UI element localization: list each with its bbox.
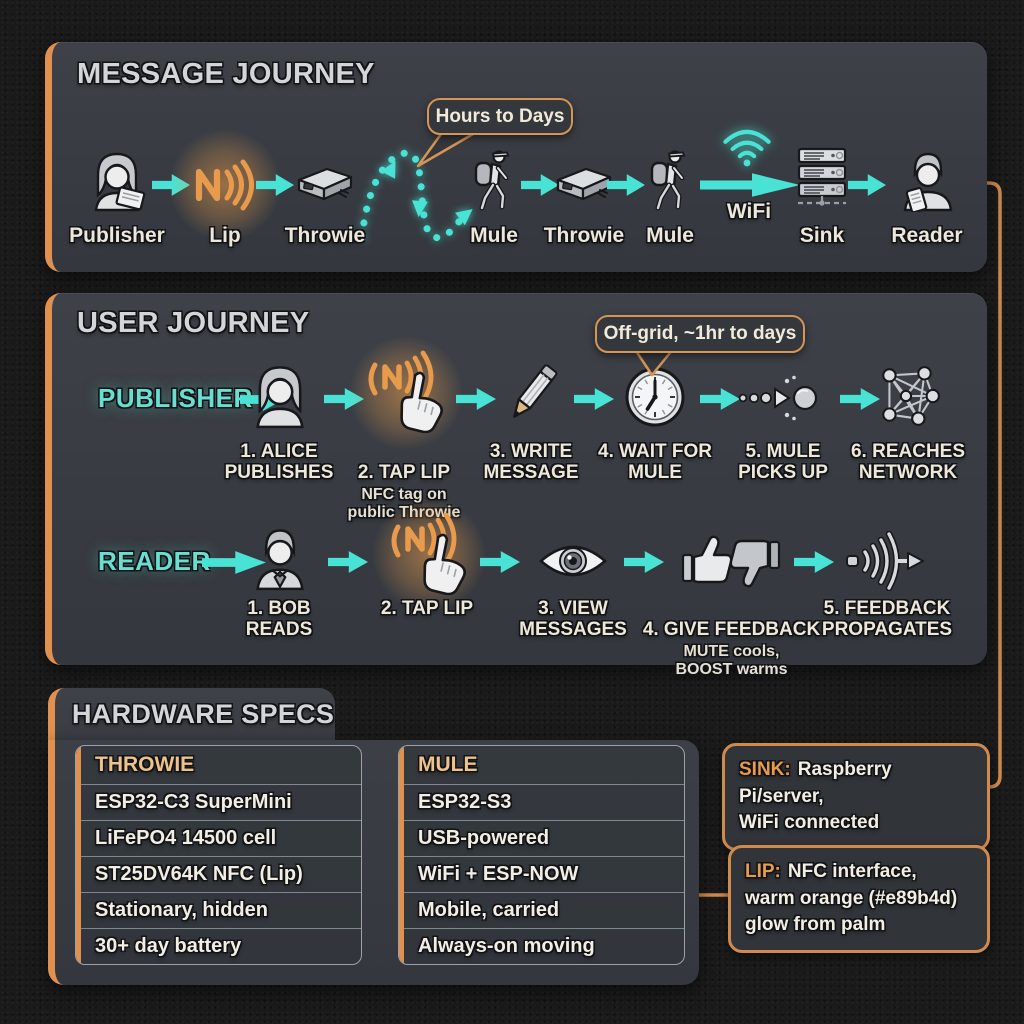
node-label: Publisher [69, 224, 165, 247]
lip-term: LIP: [745, 861, 781, 882]
hardware-specs-panel: HARDWARE SPECS THROWIE ESP32-C3 SuperMin… [48, 688, 699, 985]
user-journey-panel: USER JOURNEY Off-grid, ~1hr to days PUBL… [45, 293, 987, 678]
hours-to-days-text: Hours to Days [435, 106, 565, 127]
spec-row: Stationary, hidden [76, 892, 361, 928]
spec-table-header: THROWIE [95, 753, 195, 776]
spec-table-header: MULE [418, 753, 478, 776]
step-caption: 2. TAP LIP [380, 598, 474, 619]
spec-row: Always-on moving [399, 928, 684, 964]
hours-to-days-callout: Hours to Days [427, 98, 573, 135]
spec-row: ESP32-S3 [399, 784, 684, 820]
node-label: Mule [646, 224, 694, 247]
reader-row-label: READER [98, 546, 211, 576]
message-journey-panel: MESSAGE JOURNEY Hours to Days [45, 42, 987, 272]
table-accent-bar [76, 746, 81, 964]
lip-text: NFC interface, warm orange (#e89b4d) glo… [745, 861, 958, 936]
step-caption: 6. REACHES NETWORK [850, 441, 966, 484]
step-subcaption: MUTE cools, BOOST warms [675, 642, 788, 678]
hardware-specs-title: HARDWARE SPECS [72, 699, 335, 729]
spec-row: WiFi + ESP-NOW [399, 856, 684, 892]
off-grid-callout: Off-grid, ~1hr to days [595, 315, 805, 353]
step-caption: 3. WRITE MESSAGE [483, 441, 579, 484]
lip-callout: LIP:NFC interface, warm orange (#e89b4d)… [728, 845, 990, 953]
spec-row: 30+ day battery [76, 928, 361, 964]
sink-term: SINK: [739, 759, 791, 780]
step-caption: 5. FEEDBACK PROPAGATES [821, 598, 953, 641]
spec-row: ESP32-C3 SuperMini [76, 784, 361, 820]
message-journey-title: MESSAGE JOURNEY [77, 58, 375, 90]
node-label: Mule [470, 224, 518, 247]
node-label: Reader [891, 224, 963, 247]
dotted-route-path [358, 149, 473, 242]
step-caption: 1. ALICE PUBLISHES [224, 441, 334, 484]
user-journey-title: USER JOURNEY [77, 307, 310, 339]
step-caption: 5. MULE PICKS UP [738, 441, 828, 484]
step-caption: 4. GIVE FEEDBACK MUTE cools, BOOST warms [639, 598, 824, 701]
node-label: Sink [799, 224, 845, 247]
node-label: Throwie [284, 224, 366, 247]
off-grid-text: Off-grid, ~1hr to days [603, 323, 797, 344]
step-caption: 1. BOB READS [245, 598, 313, 641]
sink-callout: SINK:Raspberry Pi/server, WiFi connected [722, 743, 990, 851]
wifi-label: WiFi [726, 200, 772, 223]
spec-row: LiFePO4 14500 cell [76, 820, 361, 856]
throwie-spec-table: THROWIE ESP32-C3 SuperMini LiFePO4 14500… [75, 745, 362, 965]
callout-tail [416, 128, 482, 168]
step-caption: 4. WAIT FOR MULE [598, 441, 712, 484]
publisher-row-label: PUBLISHER [98, 383, 253, 413]
spec-row: USB-powered [399, 820, 684, 856]
callout-tail [632, 346, 676, 377]
spec-row: ST25DV64K NFC (Lip) [76, 856, 361, 892]
sink-text: Raspberry Pi/server, WiFi connected [739, 759, 892, 834]
step-caption: 3. VIEW MESSAGES [519, 598, 627, 641]
table-accent-bar [399, 746, 404, 964]
mule-spec-table: MULE ESP32-S3 USB-powered WiFi + ESP-NOW… [398, 745, 685, 965]
node-label: Throwie [543, 224, 625, 247]
node-label: Lip [209, 224, 241, 247]
spec-row: Mobile, carried [399, 892, 684, 928]
hardware-specs-tab [48, 688, 335, 742]
